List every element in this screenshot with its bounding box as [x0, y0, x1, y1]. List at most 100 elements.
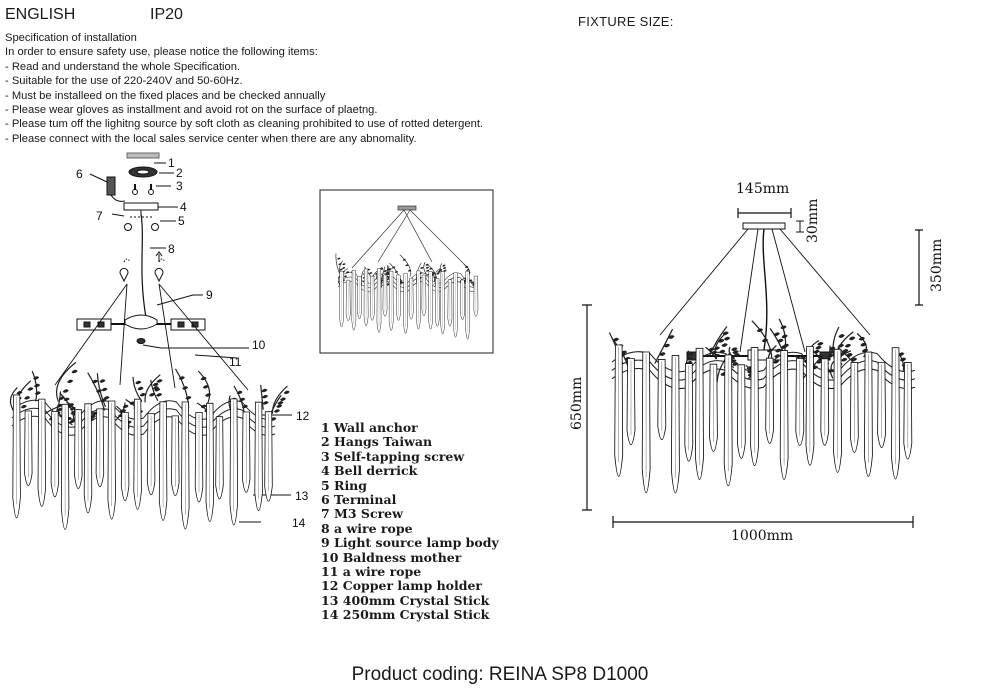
branch [260, 384, 264, 410]
exploded-crystal-cluster [9, 361, 290, 530]
part-item: 14 250mm Crystal Stick [321, 607, 490, 623]
branch [708, 326, 728, 357]
leaf [733, 353, 740, 357]
leaf [58, 396, 65, 400]
leaf [103, 396, 110, 400]
leaf [668, 335, 675, 339]
leaf [756, 328, 764, 333]
leaf [898, 352, 905, 357]
leaf [781, 334, 788, 339]
leaf [429, 267, 433, 270]
leaf [205, 393, 212, 397]
leaf [200, 404, 207, 409]
product-coding: Product coding: REINA SP8 D1000 [351, 664, 649, 685]
callout-1: 1 [168, 156, 175, 170]
language-label: ENGLISH [5, 6, 76, 23]
leaf [156, 379, 163, 383]
part-item: 13 400mm Crystal Stick [321, 592, 490, 608]
leaf [71, 369, 78, 374]
leaf [182, 386, 189, 390]
leaf [838, 334, 845, 338]
leaf [436, 272, 440, 275]
leaf [844, 343, 852, 348]
leaf [120, 409, 127, 413]
part-item: 8 a wire rope [321, 520, 413, 536]
leaf [773, 332, 780, 337]
leaf [687, 352, 694, 357]
leaf [775, 348, 782, 353]
part-item: 1 Wall anchor [321, 420, 418, 435]
leaf [343, 275, 348, 278]
leaf [149, 393, 155, 397]
branch [150, 379, 159, 401]
leaf [425, 266, 429, 269]
leaf [261, 388, 268, 393]
leaf [156, 393, 163, 397]
leaf [394, 270, 398, 273]
callout-10: 10 [252, 338, 266, 352]
branch [434, 268, 441, 276]
leaf [708, 347, 715, 352]
leaf [721, 343, 728, 347]
part-item: 6 Terminal [321, 492, 397, 508]
leaf [722, 331, 729, 336]
branch [96, 373, 107, 408]
branch [144, 374, 161, 403]
spec-line: - Must be installeed on the fixed places… [5, 89, 326, 102]
leaf [659, 352, 666, 356]
leaf [846, 353, 853, 357]
branch [399, 254, 412, 277]
leaf [827, 353, 834, 358]
leaf [432, 272, 436, 275]
branch [271, 385, 288, 414]
leaf [68, 403, 75, 407]
part-item: 9 Light source lamp body [321, 535, 499, 551]
part-item: 2 Hangs Taiwan [321, 434, 433, 450]
branch [423, 262, 427, 275]
leaf [339, 268, 343, 271]
callout-6: 6 [76, 167, 83, 181]
leaf [777, 338, 784, 343]
leaf [713, 346, 720, 351]
spec-line: In order to ensure safety use, please no… [5, 46, 318, 59]
callout-11: 11 [229, 355, 242, 369]
part-item: 12 Copper lamp holder [321, 578, 483, 594]
branch [55, 361, 77, 402]
leaf [732, 350, 739, 354]
leaf [139, 393, 146, 397]
leaf [129, 401, 136, 405]
leaf [262, 401, 269, 405]
spec-line: Specification of installation [5, 32, 137, 44]
leaf [469, 279, 473, 282]
leaf [437, 270, 441, 273]
part-item: 7 M3 Screw [321, 506, 403, 522]
callout-numbers: 1 2 3 4 5 6 7 8 9 10 11 12 13 14 [76, 156, 310, 530]
leaf [33, 376, 40, 380]
spec-line: - Please tum off the lighitng source by … [5, 118, 484, 131]
leaf [24, 396, 31, 400]
leaf [277, 401, 284, 405]
leaf [56, 403, 63, 408]
leaf [337, 257, 341, 260]
leaf [433, 276, 437, 279]
dimension-crystal-cluster [608, 318, 916, 494]
leaf [101, 387, 108, 392]
leaf [239, 397, 246, 402]
leaf [202, 385, 209, 389]
leaf [273, 409, 280, 413]
callout-8: 8 [168, 242, 175, 256]
leaf [137, 386, 144, 391]
leaf [178, 376, 185, 380]
leaf [420, 266, 424, 269]
leaf [782, 343, 789, 348]
leaf [731, 347, 738, 352]
callout-12: 12 [296, 409, 310, 423]
dim-width: 1000mm [731, 528, 793, 544]
leaf [369, 272, 373, 275]
leaf [425, 263, 429, 266]
leaf [713, 353, 720, 358]
spec-line: - Suitable for the use of 220-240V and 5… [5, 75, 243, 88]
leaf [69, 406, 76, 411]
leaf [185, 396, 192, 400]
